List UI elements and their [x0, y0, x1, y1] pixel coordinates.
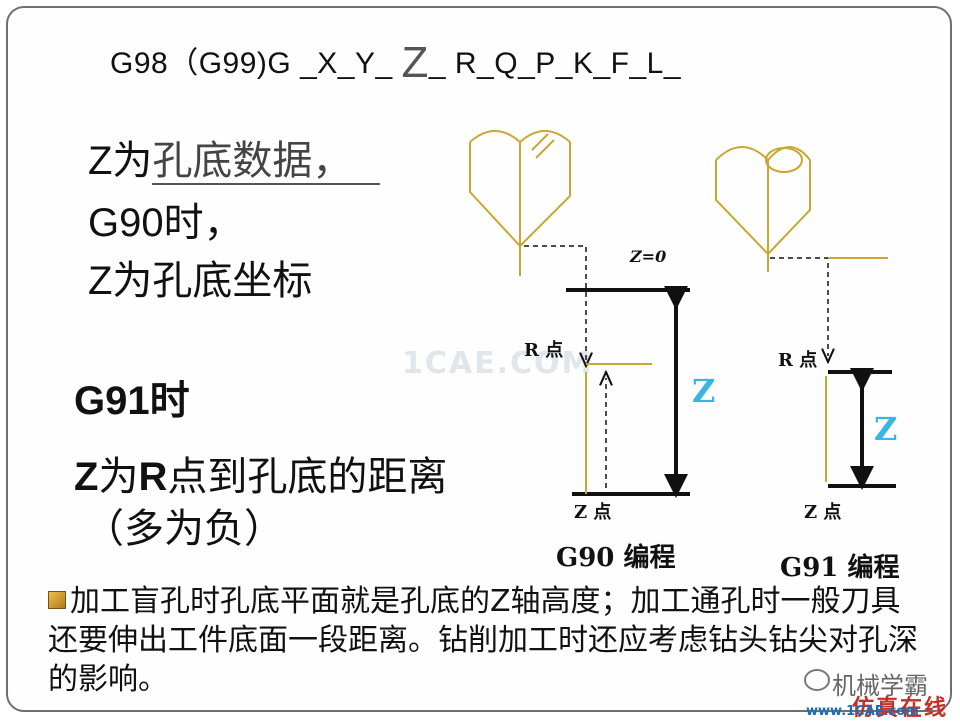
z-coordinate-line: Z为孔底坐标 — [88, 259, 313, 303]
account-watermark: 机械学霸 — [832, 672, 928, 700]
site-url-watermark: www.1CAE.com — [806, 704, 919, 719]
g90-rapid-path — [524, 245, 586, 360]
center-watermark: 1CAE.COM — [402, 346, 594, 381]
note-paragraph: 加工盲孔时孔底平面就是孔底的Z轴高度；加工通孔时一般刀具还要伸出工件底面一段距离… — [48, 582, 918, 699]
formula-prefix: G98（G99)G _X_Y_ — [110, 47, 402, 80]
g91-caption: G91 编程 — [780, 552, 899, 583]
line1-underlined: 孔底数据， — [152, 139, 381, 185]
line1-prefix: Z为 — [88, 139, 153, 183]
g91-drill-icon — [715, 146, 811, 272]
g91-line: G91时 — [74, 379, 190, 423]
formula-z: Z — [401, 38, 429, 87]
slide-frame — [6, 6, 952, 712]
wechat-icon — [804, 669, 830, 691]
mostly-negative-line: （多为负） — [84, 507, 284, 551]
z-hole-bottom-line: Z为孔底数据， — [88, 128, 381, 186]
site-cn-watermark: 仿真在线 — [852, 695, 949, 721]
z-distance-line: Z为R点到孔底的距离 — [74, 444, 447, 502]
canned-cycle-formula: G98（G99)G _X_Y_ Z_ R_Q_P_K_F_L_ — [110, 38, 681, 88]
g90-drill-icon — [469, 130, 571, 276]
note-text: 加工盲孔时孔底平面就是孔底的Z轴高度；加工通孔时一般刀具还要伸出工件底面一段距离… — [48, 584, 918, 697]
line5-mid: 为 — [98, 455, 139, 499]
g91-rapid-path — [770, 257, 828, 356]
g91-z-point-label: Z 点 — [804, 501, 841, 523]
g90-r-point-label: R 点 — [524, 339, 563, 361]
formula-suffix: _ R_Q_P_K_F_L_ — [428, 47, 682, 80]
line5-z: Z — [74, 455, 99, 499]
g90-caption: G90 编程 — [556, 542, 675, 573]
g90-z-point-label: Z 点 — [574, 501, 611, 523]
bullet-icon — [48, 591, 66, 609]
g91-z-symbol: Z — [874, 410, 897, 448]
g91-r-point-label: R 点 — [778, 349, 817, 371]
line5-r: R — [138, 455, 168, 499]
line5-rest: 点到孔底的距离 — [167, 455, 448, 499]
z0-label: Z=0 — [629, 247, 666, 266]
g90-z-symbol: Z — [692, 372, 715, 410]
g90-line: G90时， — [88, 201, 244, 245]
